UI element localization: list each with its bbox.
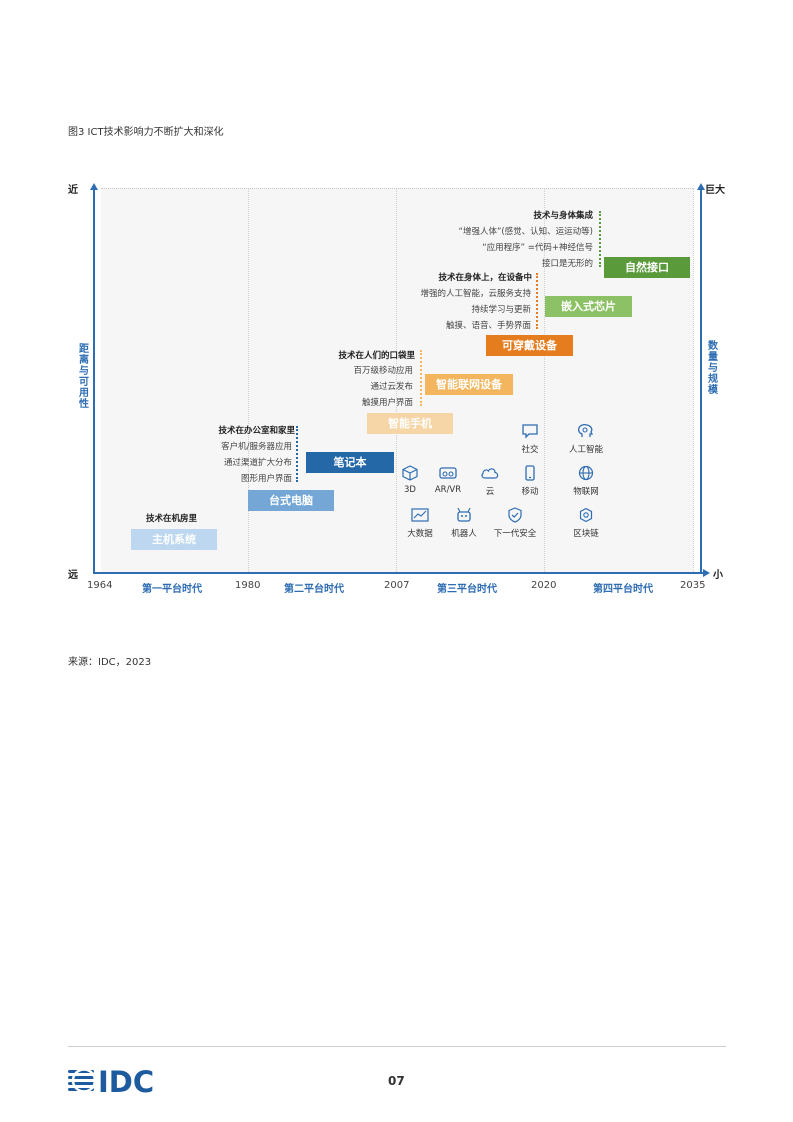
block-natural-interface: 自然接口 xyxy=(604,257,690,278)
year-2035: 2035 xyxy=(680,580,706,591)
block-iot-device: 智能联网设备 xyxy=(425,374,513,395)
icon-label-security: 下一代安全 xyxy=(493,529,537,539)
chart-board-icon xyxy=(411,508,429,522)
figure-title: 图3 ICT技术影响力不断扩大和深化 xyxy=(68,127,224,138)
icon-blockchain-group: 区块链 xyxy=(571,507,601,539)
icon-iot-group: 物联网 xyxy=(570,465,602,497)
grid-1980 xyxy=(248,188,249,572)
right-axis-arrow xyxy=(697,183,705,190)
icon-ai-group: 人工智能 xyxy=(566,423,606,455)
bracket-office-home xyxy=(296,426,298,482)
era-4: 第四平台时代 xyxy=(593,584,653,595)
left-axis xyxy=(93,190,95,573)
shield-icon xyxy=(508,507,522,523)
mobile-phone-icon xyxy=(525,465,535,481)
note-pocket-line-1: 百万级移动应用 xyxy=(353,366,413,376)
icon-label-iot: 物联网 xyxy=(573,487,599,497)
grid-2035 xyxy=(693,188,694,572)
cloud-icon xyxy=(481,468,499,479)
year-2020: 2020 xyxy=(531,580,557,591)
vr-headset-icon xyxy=(439,467,457,479)
bottom-axis-arrow xyxy=(703,569,710,577)
globe-icon xyxy=(578,465,594,481)
note-office-home-line-3: 图形用户界面 xyxy=(240,474,292,484)
top-grid-line xyxy=(101,188,693,189)
note-on-body-line-1: 增强的人工智能，云服务支持 xyxy=(420,289,531,299)
note-integrated-line-1: “增强人体”(感觉、认知、运运动等) xyxy=(458,227,593,237)
blockchain-icon xyxy=(579,507,593,523)
note-pocket-title: 技术在人们的口袋里 xyxy=(338,351,415,361)
icon-3d-group: 3D xyxy=(400,465,420,495)
icon-label-blockchain: 区块链 xyxy=(573,529,599,539)
icon-robot-group: 机器人 xyxy=(449,507,479,539)
year-1964: 1964 xyxy=(87,580,113,591)
note-pocket-line-3: 触摸用户界面 xyxy=(361,398,413,408)
icon-social-group: 社交 xyxy=(517,423,543,455)
source-note: 来源：IDC，2023 xyxy=(68,657,152,668)
left-axis-title: 距离与可用性 xyxy=(79,344,89,410)
idc-logo: IDC xyxy=(68,1064,168,1099)
era-1: 第一平台时代 xyxy=(142,584,202,595)
social-icon xyxy=(522,424,538,439)
left-axis-arrow xyxy=(90,183,98,190)
idc-logo-icon: IDC xyxy=(68,1065,154,1099)
bracket-integrated xyxy=(599,211,601,267)
year-2007: 2007 xyxy=(384,580,410,591)
era-2: 第二平台时代 xyxy=(284,584,344,595)
year-1980: 1980 xyxy=(235,580,261,591)
footer-divider xyxy=(68,1046,726,1047)
note-pocket-line-2: 通过云发布 xyxy=(370,382,413,392)
bracket-pocket xyxy=(420,350,422,406)
right-bottom-label: 小 xyxy=(713,570,723,581)
right-axis-title: 数量与规模 xyxy=(708,341,718,396)
icon-label-3d: 3D xyxy=(404,485,416,495)
note-integrated-title: 技术与身体集成 xyxy=(533,211,593,221)
icon-security-group: 下一代安全 xyxy=(492,507,538,539)
chart-area xyxy=(101,188,693,572)
icon-label-robot: 机器人 xyxy=(451,529,477,539)
right-top-label: 巨大 xyxy=(705,185,725,196)
left-top-label: 近 xyxy=(68,185,78,196)
ai-brain-icon xyxy=(577,423,594,437)
note-integrated-line-2: “应用程序” =代码+神经信号 xyxy=(482,243,593,253)
grid-2020 xyxy=(544,188,545,572)
icon-label-bigdata: 大数据 xyxy=(407,529,433,539)
note-integrated-line-3: 接口是无形的 xyxy=(541,259,593,269)
icon-label-mobile: 移动 xyxy=(521,487,539,497)
page-number: 07 xyxy=(388,1074,405,1088)
cube-3d-icon xyxy=(402,465,418,481)
icon-mobile-group: 移动 xyxy=(518,465,542,497)
note-office-home-line-2: 通过渠道扩大分布 xyxy=(223,458,292,468)
left-bottom-label: 远 xyxy=(68,570,78,581)
bottom-axis xyxy=(93,572,703,574)
block-smartphone: 智能手机 xyxy=(367,413,453,434)
icon-label-ai: 人工智能 xyxy=(568,445,603,455)
icon-cloud-group: 云 xyxy=(480,465,500,497)
icon-label-arvr: AR/VR xyxy=(434,485,462,495)
block-mainframe: 主机系统 xyxy=(131,529,217,550)
icon-label-social: 社交 xyxy=(521,445,539,455)
note-machine-room-title: 技术在机房里 xyxy=(146,514,198,524)
robot-icon xyxy=(457,507,471,522)
icon-arvr-group: AR/VR xyxy=(434,465,462,495)
block-notebook: 笔记本 xyxy=(306,452,394,473)
note-office-home-title: 技术在办公室和家里 xyxy=(218,426,295,436)
era-3: 第三平台时代 xyxy=(437,584,497,595)
note-on-body-title: 技术在身体上，在设备中 xyxy=(438,273,532,283)
grid-2007 xyxy=(396,188,397,572)
note-on-body-line-2: 持续学习与更新 xyxy=(471,305,531,315)
icon-label-cloud: 云 xyxy=(485,487,495,497)
note-office-home-line-1: 客户机/服务器应用 xyxy=(221,442,292,452)
block-wearable: 可穿戴设备 xyxy=(486,335,573,356)
note-on-body-line-3: 触摸、语音、手势界面 xyxy=(445,321,531,331)
block-embedded-chip: 嵌入式芯片 xyxy=(545,296,632,317)
logo-text: IDC xyxy=(98,1065,154,1096)
block-desktop: 台式电脑 xyxy=(248,490,334,511)
right-axis xyxy=(700,190,702,573)
bracket-on-body xyxy=(536,273,538,329)
icon-bigdata-group: 大数据 xyxy=(404,507,436,539)
